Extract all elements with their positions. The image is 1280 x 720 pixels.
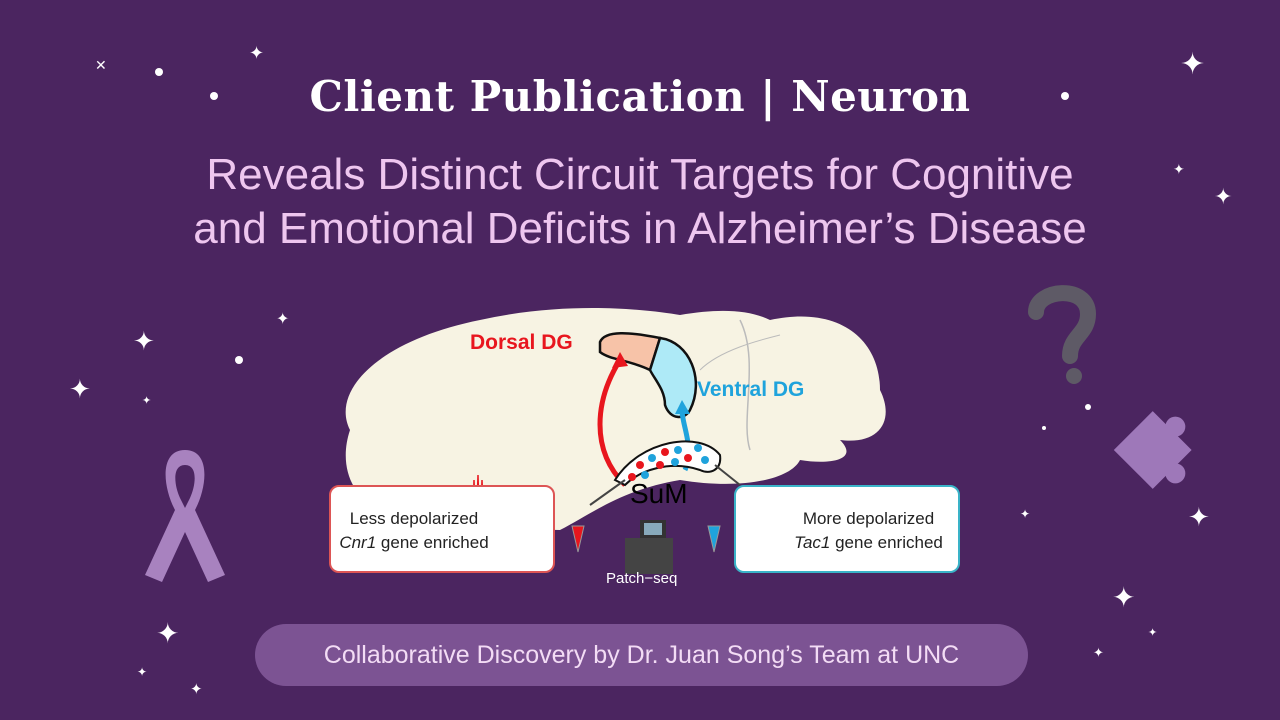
sparkle-star-icon: ✦	[1173, 161, 1185, 177]
sparkle-star-icon: ✦	[137, 665, 148, 679]
subtitle-line-2: and Emotional Deficits in Alzheimer’s Di…	[193, 204, 1087, 253]
right-box-line1: More depolarized	[802, 509, 935, 528]
sum-region	[613, 440, 722, 487]
dorsal-projection-arrow	[597, 358, 627, 487]
sequencer-icon	[625, 520, 673, 574]
subtitle: Reveals Distinct Circuit Targets for Cog…	[0, 148, 1280, 256]
sparkle-star-icon: ✦	[156, 618, 180, 649]
footer-banner: Collaborative Discovery by Dr. Juan Song…	[255, 624, 1028, 686]
red-sample-tube	[571, 525, 585, 553]
brain-outline	[345, 308, 886, 530]
dot-decor	[210, 92, 218, 100]
dorsal-dg-label: Dorsal DG	[470, 331, 573, 354]
sparkle-star-icon: ✦	[276, 311, 290, 328]
left-result-box: Less depolarized Cnr1 gene enriched	[329, 485, 555, 573]
right-result-box: More depolarized Tac1 gene enriched	[734, 485, 960, 573]
sparkle-star-icon: ✦	[1188, 502, 1210, 532]
sparkle-star-icon: ✦	[1148, 627, 1158, 639]
sparkle-star-icon: ✕	[95, 57, 107, 73]
sparkle-star-icon: ✦	[1020, 507, 1031, 521]
page-title: Client Publication | Neuron	[309, 72, 971, 121]
dot-decor	[1085, 404, 1091, 410]
question-mark-icon	[1028, 285, 1097, 384]
dot-decor	[1061, 92, 1069, 100]
left-gene-name: Cnr1	[339, 533, 377, 552]
left-box-line1: Less depolarized	[349, 509, 479, 528]
brain-diagram	[345, 308, 886, 574]
ventral-dg-label: Ventral DG	[697, 378, 805, 401]
right-box-line2: gene enriched	[830, 533, 943, 552]
sum-label: SuM	[630, 478, 688, 509]
patch-seq-label: Patch−seq	[606, 570, 678, 587]
sparkle-star-icon: ✦	[1214, 184, 1233, 209]
sparkle-star-icon: ✦	[142, 395, 152, 407]
blue-sample-tube	[707, 525, 721, 553]
puzzle-piece-icon	[1113, 411, 1192, 489]
sparkle-star-icon: ✦	[1112, 582, 1136, 613]
subtitle-line-1: Reveals Distinct Circuit Targets for Cog…	[206, 150, 1074, 199]
neuron-dots	[628, 444, 709, 481]
sparkle-star-icon: ✦	[1093, 645, 1104, 660]
dot-decor	[155, 68, 163, 76]
right-gene-name: Tac1	[794, 533, 831, 552]
footer-text: Collaborative Discovery by Dr. Juan Song…	[323, 640, 960, 669]
dot-decor	[1042, 426, 1046, 430]
sparkle-star-icon: ✦	[69, 374, 91, 404]
left-box-line2: gene enriched	[376, 533, 489, 552]
sparkle-star-icon: ✦	[190, 681, 203, 698]
sparkle-star-icon: ✦	[133, 326, 155, 356]
sparkle-star-icon: ✦	[1180, 48, 1206, 81]
awareness-ribbon-icon	[145, 450, 225, 582]
sparkle-star-icon: ✦	[249, 43, 265, 63]
dot-decor	[235, 356, 243, 364]
